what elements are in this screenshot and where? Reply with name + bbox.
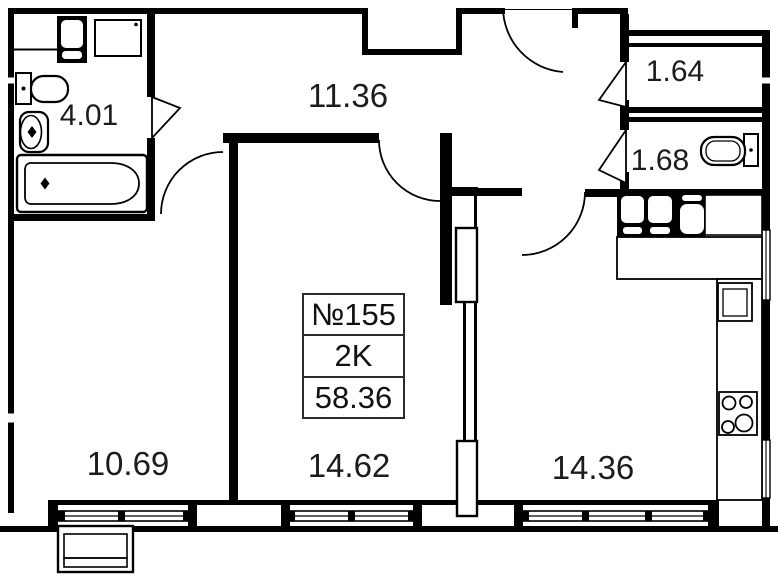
toilet-icon <box>15 72 70 105</box>
kitchen-fixtures <box>616 192 763 501</box>
apartment-number: №155 <box>304 295 403 337</box>
kitchen-door-arc <box>521 191 586 256</box>
hallway-area-label: 11.36 <box>307 77 389 114</box>
side-window-upper <box>761 229 771 301</box>
stove-icon <box>718 391 758 436</box>
entrance-door-arc <box>502 7 564 73</box>
washing-machine-icon <box>94 19 142 57</box>
kitchen-window <box>521 510 711 522</box>
bedroom-door-arc <box>160 151 224 215</box>
windows <box>57 229 771 522</box>
outer-walls <box>0 8 778 532</box>
apartment-total-area: 58.36 <box>314 379 393 415</box>
apartment-type: 2K <box>304 336 403 378</box>
pedestal-sink-icon <box>18 110 50 154</box>
bathtub-icon <box>15 153 149 214</box>
kitchen-counter-top <box>704 194 763 236</box>
bedroom-area-label: 10.69 <box>86 445 170 482</box>
wc-door-leaf <box>597 127 627 185</box>
storage-door-leaf <box>597 59 627 109</box>
side-window-lower <box>761 439 771 499</box>
storage-area-label: 1.64 <box>645 55 705 88</box>
balcony <box>56 524 135 574</box>
bathroom-fixtures <box>14 16 149 214</box>
wc-toilet-icon <box>699 133 759 167</box>
living-room-area-label: 14.62 <box>307 447 391 484</box>
living-room-door-arc <box>378 139 441 202</box>
wc-fixtures <box>699 133 759 167</box>
bedroom-window <box>57 510 191 522</box>
kitchen-cabinet-icon <box>717 282 753 322</box>
bathroom-door-leaf <box>151 95 182 141</box>
interior-walls <box>8 8 762 505</box>
kitchen-counter-band <box>616 236 763 280</box>
living-room-window <box>287 510 416 522</box>
doors <box>151 7 627 256</box>
bathroom-area-label: 4.01 <box>59 99 119 132</box>
apartment-info-box: №155 2K 58.36 <box>302 293 405 419</box>
duct-shafts <box>454 226 479 518</box>
laundry-sink-icon <box>57 16 87 63</box>
wc-area-label: 1.68 <box>630 144 690 177</box>
kitchen-appliance-row-icon <box>617 192 705 237</box>
kitchen-area-label: 14.36 <box>551 449 635 486</box>
